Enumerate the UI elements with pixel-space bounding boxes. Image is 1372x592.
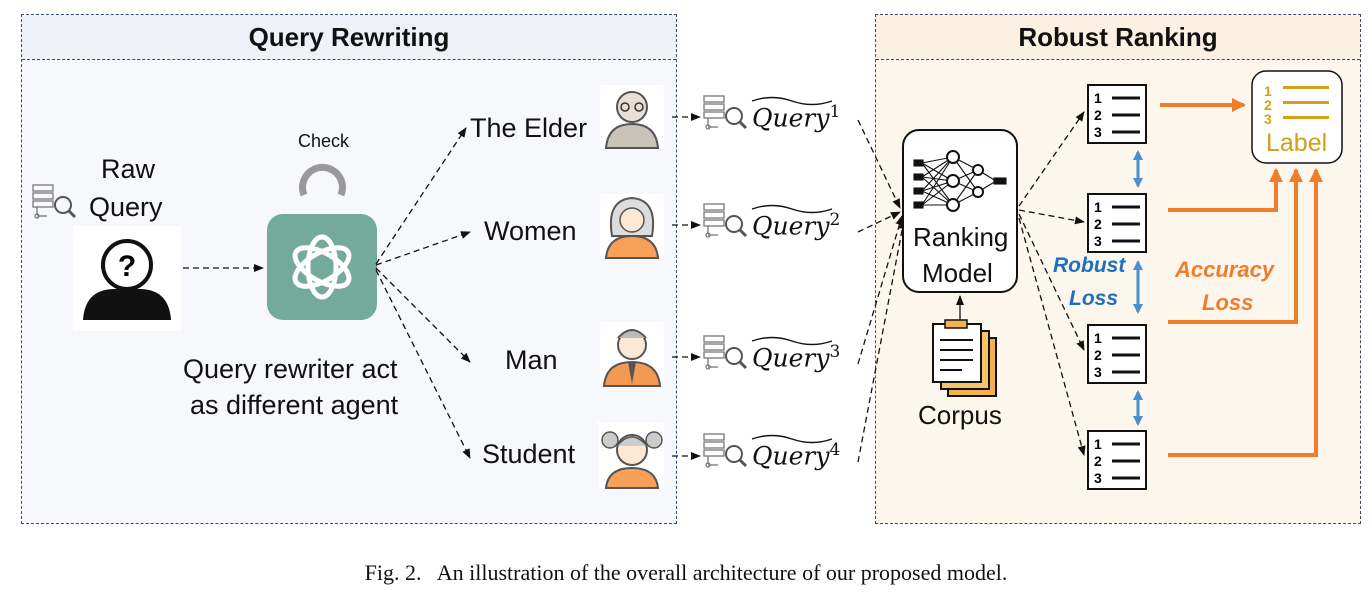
agent-women-label: Women <box>484 216 577 246</box>
svg-text:?: ? <box>118 250 136 283</box>
rewriter-to-agents-arrows <box>375 127 471 459</box>
database-search-icon <box>31 183 77 220</box>
man-avatar-icon <box>600 322 664 387</box>
agent-man-label: Man <box>505 345 558 375</box>
accuracy-loss-label-line2: Loss <box>1202 290 1254 315</box>
ranked-list-3-icon <box>1086 323 1148 385</box>
query2-database-icon <box>702 202 748 239</box>
robust-loss-label-line2: Loss <box>1069 287 1119 310</box>
svg-text:1: 1 <box>1264 83 1272 99</box>
ranking-model-label-line2: Model <box>922 258 993 288</box>
query-1-label: Query1 <box>752 102 841 133</box>
query-4-label: Query4 <box>752 440 841 471</box>
ranking-model-label-line1: Ranking <box>913 222 1009 252</box>
woman-avatar-icon <box>600 194 664 259</box>
ranked-list-2-icon <box>1086 192 1148 254</box>
unknown-user-icon: ? <box>73 226 181 331</box>
model-to-ranklist-arrows <box>1018 111 1086 456</box>
rewriter-label-line1: Query rewriter act <box>183 354 398 384</box>
ranked-list-1-icon <box>1086 83 1148 145</box>
accuracy-loss-arrows <box>1160 98 1323 457</box>
query-to-model-arrows <box>857 119 907 463</box>
query-rewriting-header: Query Rewriting <box>22 15 676 60</box>
neural-network-icon <box>913 150 1007 212</box>
check-label: Check <box>298 131 350 151</box>
svg-text:3: 3 <box>1264 111 1272 127</box>
chatgpt-logo-icon <box>267 214 377 320</box>
ranked-label-icon: 1 2 3 <box>1264 83 1329 127</box>
label-box-text: Label <box>1266 129 1328 157</box>
figure-caption: Fig. 2. An illustration of the overall a… <box>364 560 1008 585</box>
student-avatar-icon <box>598 422 664 489</box>
corpus-label: Corpus <box>918 400 1002 430</box>
query-rewriting-title: Query Rewriting <box>248 22 450 52</box>
query3-database-icon <box>702 334 748 371</box>
agent-elder-label: The Elder <box>470 113 588 143</box>
agent-to-query-arrows <box>672 113 701 460</box>
corpus-documents-icon <box>932 319 997 397</box>
agent-student-label: Student <box>482 439 576 469</box>
raw-query-label-line2: Query <box>89 192 163 222</box>
svg-text:2: 2 <box>1264 97 1272 113</box>
query-2-label: Query2 <box>752 210 841 241</box>
query4-database-icon <box>702 432 748 469</box>
robust-ranking-title: Robust Ranking <box>1018 22 1218 52</box>
query1-database-icon <box>702 94 748 131</box>
check-loop-icon <box>299 163 346 197</box>
elder-avatar-icon <box>600 85 664 149</box>
rewriter-label-line2: as different agent <box>190 390 399 420</box>
robust-ranking-header: Robust Ranking <box>876 15 1360 60</box>
ranked-list-4-icon <box>1086 429 1148 491</box>
query-3-label: Query3 <box>752 342 841 373</box>
robust-loss-label-line1: Robust <box>1053 254 1126 277</box>
query-tildes <box>751 96 833 444</box>
accuracy-loss-label-line1: Accuracy <box>1175 257 1275 282</box>
raw-query-label-line1: Raw <box>101 154 156 184</box>
